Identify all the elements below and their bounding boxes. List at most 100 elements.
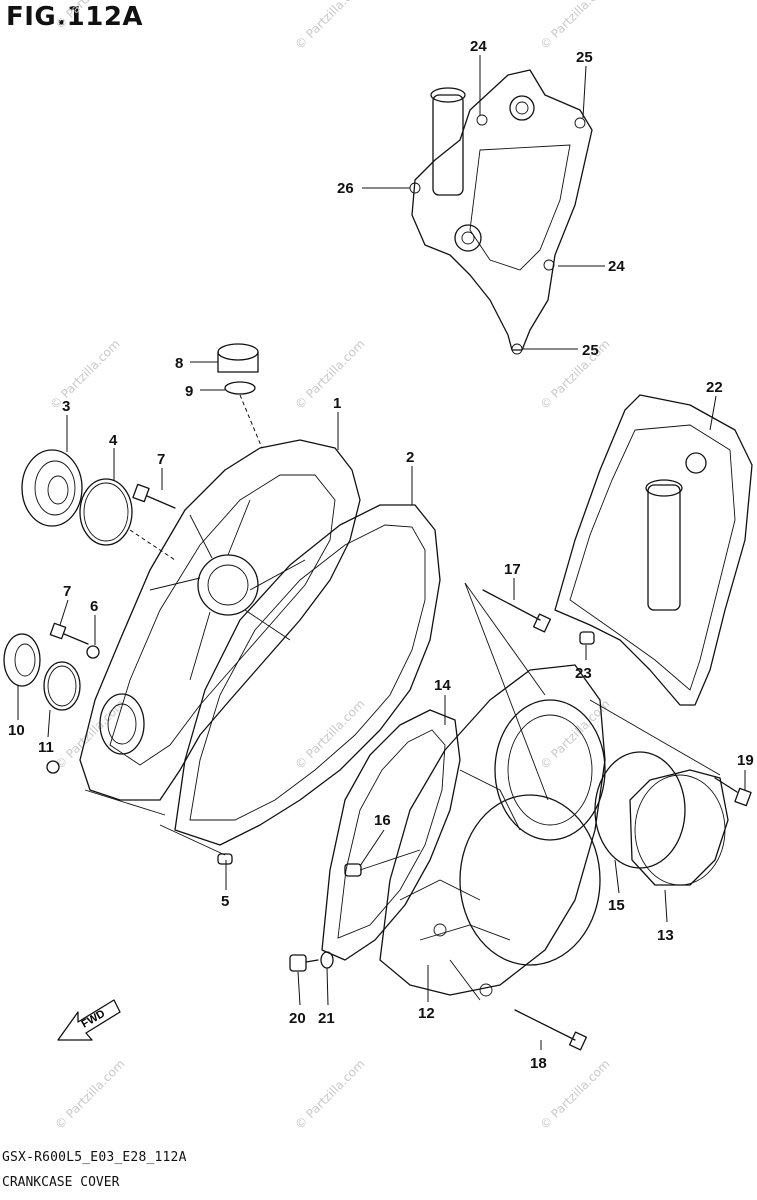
o-ring-upper (79, 478, 133, 546)
bolt-shank (482, 589, 541, 621)
watermark: © Partzilla.com (52, 1057, 127, 1132)
gasket-clutch (321, 709, 461, 961)
small-plug (46, 760, 60, 774)
generator-cover (594, 751, 729, 886)
pickup-cover-body (554, 394, 753, 706)
dowel-pin-5 (217, 853, 233, 865)
bracket-hole-inner (461, 231, 475, 245)
filler-cap-top (217, 343, 259, 361)
pickup-cover-tube-cap (645, 479, 683, 497)
bracket-tube-cap (430, 87, 466, 103)
gasket-15 (594, 751, 686, 869)
gasket-large (174, 504, 441, 846)
cover-spokes (149, 499, 306, 681)
callout-24-lower: 24 (608, 258, 625, 275)
watermark-group: © Partzilla.com © Partzilla.com © Partzi… (47, 0, 612, 1132)
callout-5: 5 (221, 893, 229, 910)
pickup-cover (554, 394, 753, 706)
bracket-hole (454, 224, 482, 252)
figure-code: GSX-R600L5_E03_E28_112A (2, 1150, 187, 1165)
bracket-bolt-hole (476, 114, 488, 126)
bolt-shank (514, 1009, 576, 1041)
filler-cap-body (217, 351, 259, 373)
assembly-line (449, 959, 481, 1001)
callout-12: 12 (418, 1005, 435, 1022)
bolt-head (289, 954, 307, 972)
cover-bore-inner (207, 564, 249, 606)
bracket-bolt-hole (511, 343, 523, 355)
fwd-label: FWD (80, 1008, 108, 1031)
callout-11: 11 (38, 739, 54, 756)
watermark: © Partzilla.com (292, 1057, 367, 1132)
callout-7-upper: 7 (157, 451, 165, 468)
bracket-bolt-hole (574, 117, 586, 129)
clutch-cover-opening (494, 699, 606, 841)
leader (582, 65, 587, 119)
oil-filler-cap (217, 343, 263, 449)
callout-1: 1 (333, 395, 341, 412)
leader (664, 889, 668, 923)
figure-caption: CRANKCASE COVER (2, 1175, 120, 1190)
o-ring-lower (43, 661, 81, 711)
leader (326, 967, 329, 1006)
callout-13: 13 (657, 927, 674, 944)
callout-10: 10 (8, 722, 25, 739)
callout-14: 14 (434, 677, 451, 694)
o-ring-lower-inner (47, 665, 77, 707)
bracket-hole-inner (515, 101, 529, 115)
watermark: © Partzilla.com (292, 0, 367, 52)
bolt-shank (714, 777, 738, 793)
pickup-cover-hole (685, 452, 707, 474)
callout-15: 15 (608, 897, 625, 914)
upper-bracket-rib (469, 144, 571, 271)
bolt-head (49, 622, 67, 640)
callout-23: 23 (575, 665, 592, 682)
pickup-cover-tube (647, 484, 681, 611)
watermark: © Partzilla.com (52, 0, 127, 32)
bolt-19 (714, 777, 752, 807)
bolt-18 (514, 1009, 588, 1051)
bracket-bolt-hole (543, 259, 555, 271)
callout-8: 8 (175, 355, 183, 372)
page-title: FIG.112A (6, 2, 144, 32)
bracket-tube (432, 94, 464, 196)
leader (47, 709, 51, 738)
callout-25-lower: 25 (582, 342, 599, 359)
cover-inner-rim (109, 474, 336, 766)
assembly-line (84, 789, 166, 816)
callout-19: 19 (737, 752, 754, 769)
bolt-shank (146, 495, 176, 509)
callout-25-upper: 25 (576, 49, 593, 66)
washer-6 (86, 645, 100, 659)
callout-20: 20 (289, 1010, 306, 1027)
cover-bore (197, 554, 259, 616)
generator-cover-face (634, 774, 726, 886)
watermark: © Partzilla.com (52, 697, 127, 772)
callout-26: 26 (337, 180, 354, 197)
bracket-hole (509, 95, 535, 121)
leader (297, 971, 301, 1006)
cover-lower-bore-inner (107, 703, 137, 745)
washer-21 (320, 951, 334, 969)
oil-seal-upper-ring (34, 460, 76, 516)
bolt-head (532, 613, 552, 633)
leader-lines (17, 55, 746, 1050)
bolt-17 (482, 589, 552, 633)
fwd-arrow-shape (57, 999, 121, 1041)
watermark: © Partzilla.com (47, 337, 122, 412)
clutch-cover (379, 664, 606, 997)
callout-7-lower: 7 (63, 583, 71, 600)
oil-seal-lower-inner (14, 643, 36, 677)
watermark: © Partzilla.com (292, 337, 367, 412)
clutch-cover-body (379, 664, 606, 996)
watermark: © Partzilla.com (292, 697, 367, 772)
clutch-cover-bolt (479, 983, 493, 997)
callout-16: 16 (374, 812, 391, 829)
callout-labels: 1 2 3 4 5 6 7 7 8 9 10 11 12 13 14 15 16… (8, 38, 754, 1072)
callout-21: 21 (318, 1010, 335, 1027)
cover-lower-bore (99, 693, 145, 755)
seal-group-lower (3, 622, 100, 774)
callout-3: 3 (62, 398, 70, 415)
gasket-clutch-inner (337, 729, 446, 939)
